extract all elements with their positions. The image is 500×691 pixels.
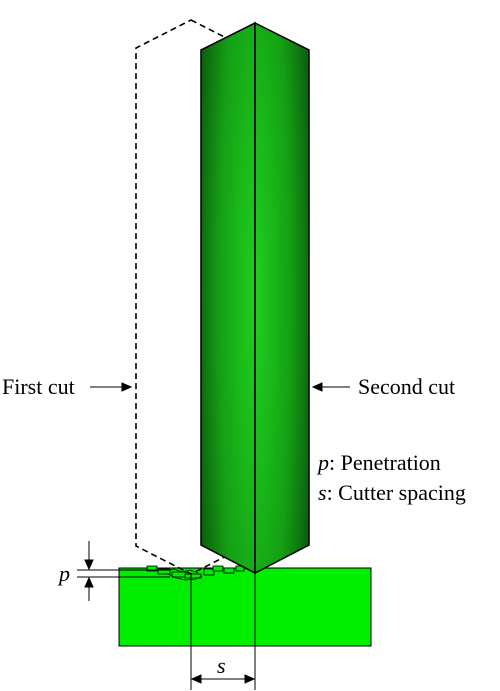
second-cut-label: Second cut (358, 374, 455, 399)
spacing-dimension-label: s (217, 653, 226, 678)
penetration-dimension-label: p (57, 561, 70, 586)
first-cut-label: First cut (2, 374, 75, 399)
second-cutter (200, 21, 310, 575)
rock-block (118, 567, 372, 647)
first-cut-arrow (90, 382, 133, 392)
second-cut-arrow (311, 382, 350, 392)
legend-penetration: p: Penetration (316, 450, 441, 475)
penetration-dimension (77, 541, 170, 601)
spacing-dimension (190, 674, 256, 684)
legend-spacing: s: Cutter spacing (318, 480, 466, 505)
